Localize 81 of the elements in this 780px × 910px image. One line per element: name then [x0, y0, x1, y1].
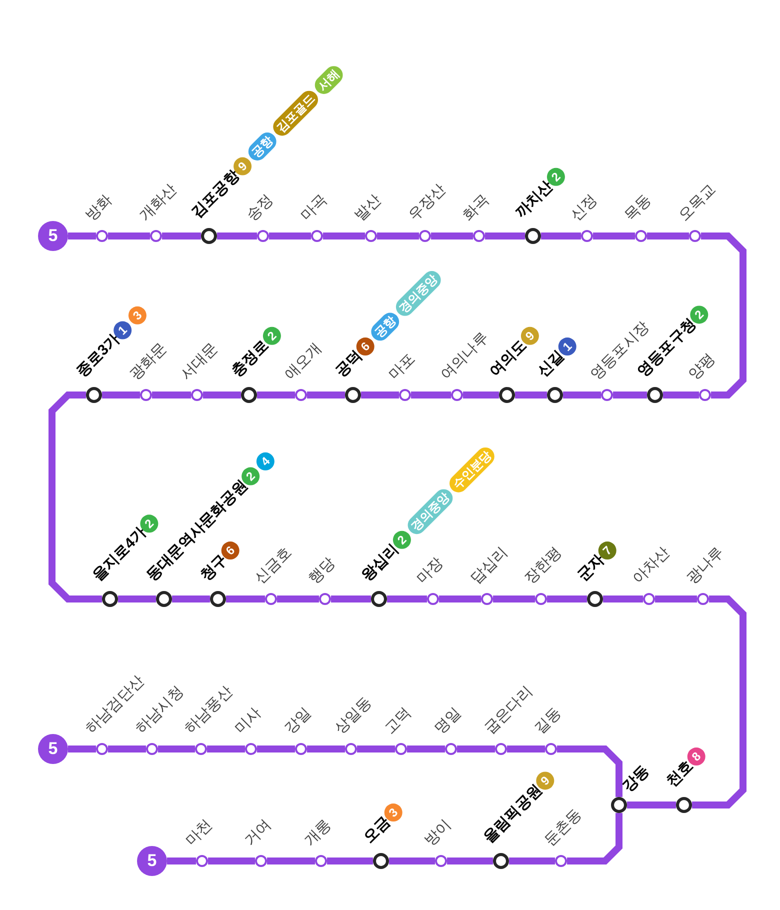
line-segment [663, 392, 699, 398]
station-name: 강일 [282, 704, 314, 736]
station-name: 방화 [82, 191, 114, 224]
station-name: 마장 [414, 554, 446, 586]
station-name: 명일 [432, 704, 464, 736]
line-segment [48, 392, 102, 602]
line-segment [327, 858, 373, 864]
line-segment [361, 392, 399, 398]
station-name: 고덕 [382, 704, 414, 736]
line-segment [257, 392, 295, 398]
line-segment [389, 858, 435, 864]
station-name: 길동 [532, 704, 564, 736]
line-segment [257, 746, 295, 752]
line-segment [493, 596, 535, 602]
line-segment [158, 746, 195, 752]
line-segment [208, 858, 255, 864]
line-segment [357, 746, 395, 752]
station-name: 행당 [306, 554, 338, 586]
line-segment [411, 392, 451, 398]
line-number-badge: 5 [38, 734, 68, 764]
line-segment [447, 858, 493, 864]
station-name: 거여 [242, 816, 274, 848]
line-segment [457, 746, 495, 752]
line-segment [307, 746, 345, 752]
line-segment [108, 746, 146, 752]
line-segment [217, 232, 257, 240]
line-segment [203, 392, 241, 398]
line-segment [323, 232, 365, 240]
line-segment [407, 746, 445, 752]
line-segment [68, 232, 96, 240]
line-segment [167, 858, 196, 864]
line-segment [655, 596, 697, 602]
line-segment [226, 596, 265, 602]
line-segment [509, 858, 555, 864]
line-segment [108, 232, 150, 240]
line-segment [307, 392, 345, 398]
line-segment [627, 802, 676, 808]
station-name: 강동 [620, 762, 652, 794]
station-name: 신정 [568, 191, 600, 224]
station-name: 목동 [622, 191, 654, 224]
station-name: 마포 [386, 350, 418, 382]
line-segment [331, 596, 371, 602]
line-segment [162, 232, 201, 240]
line-segment [515, 392, 547, 398]
line-segment [152, 392, 191, 398]
station-name: 미사 [232, 704, 264, 736]
station-name: 송정 [244, 191, 276, 224]
station-name: 마곡 [298, 191, 330, 224]
line-segment [567, 813, 622, 864]
line-segment [118, 596, 156, 602]
line-segment [613, 392, 647, 398]
line-segment [603, 596, 643, 602]
station-name: 발산 [352, 191, 384, 224]
line-segment [485, 232, 525, 240]
station-name: 마천 [182, 816, 214, 848]
line-number-badge: 5 [38, 221, 68, 251]
line-segment [377, 232, 419, 240]
line-segment [507, 746, 545, 752]
line-segment [269, 232, 311, 240]
line-number-badge: 5 [137, 846, 167, 876]
line-segment [647, 232, 689, 240]
line-segment [387, 596, 427, 602]
line-segment [431, 232, 473, 240]
line-segment [541, 232, 581, 240]
line-segment [593, 232, 635, 240]
line-segment [277, 596, 319, 602]
line-segment [207, 746, 245, 752]
line-segment [439, 596, 481, 602]
station-name: 개롱 [302, 816, 334, 848]
line-segment [557, 746, 622, 797]
line-segment [563, 392, 601, 398]
line-segment [692, 596, 746, 808]
line-segment [267, 858, 315, 864]
line-segment [172, 596, 210, 602]
line-segment [701, 232, 746, 398]
station-name: 화곡 [460, 191, 492, 224]
line-segment [102, 392, 140, 398]
line-segment [547, 596, 587, 602]
station-name: 방이 [422, 816, 454, 848]
line-segment [463, 392, 499, 398]
line-segment [68, 746, 96, 752]
